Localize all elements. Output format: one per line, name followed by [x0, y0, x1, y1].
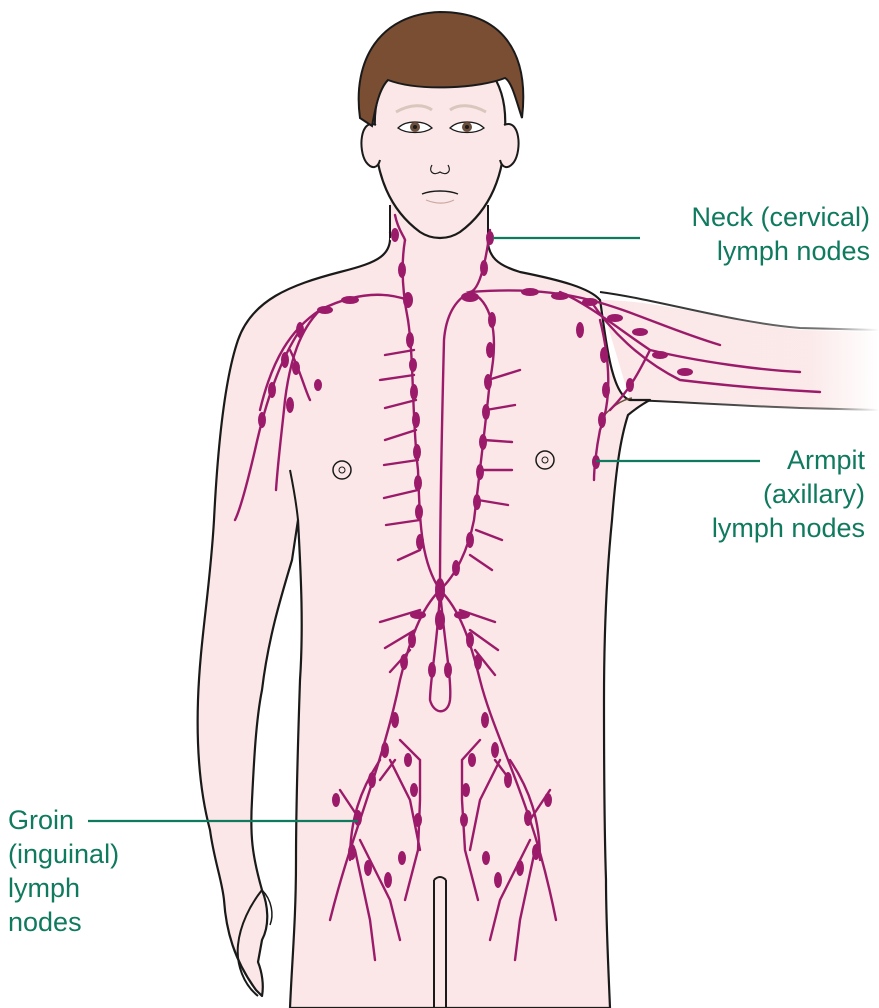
lymph-node — [381, 742, 389, 758]
lymph-node — [403, 292, 413, 308]
lymph-node — [391, 712, 399, 728]
torso — [198, 232, 650, 1008]
lymph-node — [341, 296, 359, 304]
lymph-node — [488, 312, 496, 328]
lymph-node — [602, 382, 610, 398]
lymph-node — [524, 810, 532, 826]
lymph-node — [428, 662, 436, 678]
lymph-node — [582, 298, 598, 306]
lymph-node — [466, 532, 474, 548]
label-neck-line2: lymph nodes — [640, 234, 870, 268]
head — [359, 12, 524, 238]
lymph-node — [626, 378, 634, 392]
label-neck-line1: Neck (cervical) — [640, 200, 870, 234]
lymph-node — [491, 742, 499, 758]
lymph-node — [598, 412, 606, 428]
label-armpit-line1: Armpit — [640, 443, 865, 477]
label-armpit-line3: lymph nodes — [640, 511, 865, 545]
lymph-node — [413, 444, 421, 460]
lymph-node — [482, 851, 490, 865]
lymph-node — [317, 306, 333, 314]
lymph-node — [286, 397, 294, 413]
lymph-node — [516, 860, 524, 876]
lymph-node — [398, 262, 406, 278]
label-groin-lymph-nodes: Groin (inguinal) lymph nodes — [8, 803, 188, 939]
lymph-node — [332, 793, 340, 807]
lymph-node — [364, 860, 372, 876]
lymph-node — [481, 712, 489, 728]
lymph-node — [404, 753, 412, 767]
lymph-node — [398, 851, 406, 865]
lymph-node — [408, 632, 416, 648]
label-groin-line2: (inguinal) — [8, 837, 188, 871]
lymph-node — [474, 654, 482, 670]
lymph-node — [480, 260, 488, 276]
lymph-node — [409, 358, 417, 372]
lymph-node — [354, 810, 362, 826]
lymph-node — [414, 475, 422, 491]
lymph-node — [400, 654, 408, 670]
lymph-node — [268, 382, 276, 398]
lymph-node — [384, 872, 392, 888]
lymph-node — [504, 772, 512, 788]
lymph-node — [544, 793, 552, 807]
label-groin-line3: lymph — [8, 871, 188, 905]
lymph-node — [551, 292, 569, 300]
lymph-node — [415, 504, 423, 520]
nipple-left — [333, 461, 351, 479]
nipple-right — [536, 451, 554, 469]
lymph-node — [600, 347, 608, 363]
lymph-node — [652, 351, 668, 359]
lymph-node — [414, 813, 422, 827]
lymph-node — [476, 464, 484, 480]
lymph-node — [452, 560, 460, 576]
lymph-node — [412, 412, 420, 428]
lymph-node — [391, 228, 399, 242]
lymph-node — [486, 231, 494, 245]
lymph-node — [632, 328, 648, 336]
lymph-node — [462, 783, 470, 797]
lymph-node — [521, 288, 539, 296]
lymph-node — [486, 342, 494, 358]
label-armpit-line2: (axillary) — [640, 477, 865, 511]
label-neck-lymph-nodes: Neck (cervical) lymph nodes — [640, 200, 870, 268]
lymph-node — [461, 292, 479, 302]
lymph-node — [292, 361, 300, 375]
lymph-node — [296, 322, 304, 338]
lymph-node — [410, 384, 418, 400]
lymph-node — [444, 662, 452, 678]
lymph-node — [406, 332, 414, 348]
label-armpit-lymph-nodes: Armpit (axillary) lymph nodes — [640, 443, 865, 545]
lymph-node — [410, 611, 426, 619]
lymph-node — [314, 379, 322, 391]
lymph-node — [576, 322, 584, 338]
lymph-node — [677, 368, 693, 376]
lymph-node — [466, 632, 474, 648]
lymph-node — [479, 434, 487, 450]
lymph-node — [281, 352, 289, 368]
lymph-node — [258, 412, 266, 428]
label-groin-line1: Groin — [8, 803, 188, 837]
lymph-node — [460, 813, 468, 827]
lymph-node — [348, 844, 356, 860]
lymph-node — [482, 404, 490, 420]
lymph-node — [435, 578, 445, 602]
lymph-node — [416, 534, 424, 550]
lymph-node — [368, 772, 376, 788]
lymph-node — [454, 611, 470, 619]
lymph-node — [410, 783, 418, 797]
lymph-node — [607, 314, 623, 322]
lymph-node — [494, 872, 502, 888]
lymph-node — [532, 844, 540, 860]
lymph-node — [468, 753, 476, 767]
lymph-node — [484, 374, 492, 390]
lymph-node — [435, 610, 445, 630]
lymph-node — [473, 494, 481, 510]
label-groin-line4: nodes — [8, 905, 188, 939]
